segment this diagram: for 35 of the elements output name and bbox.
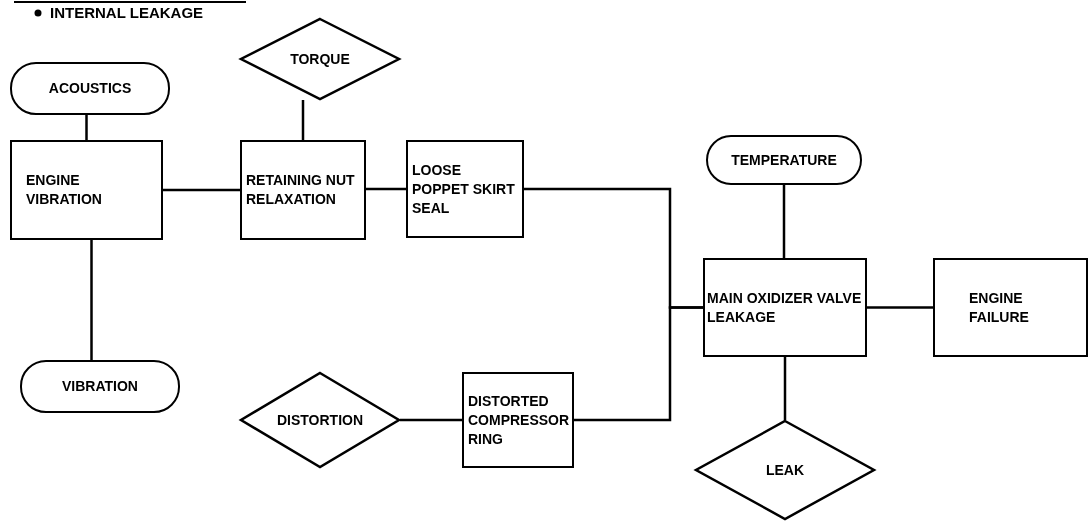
- node-label: TEMPERATURE: [731, 150, 837, 170]
- node-label: RETAINING NUT RELAXATION: [246, 171, 356, 209]
- node-label: ACOUSTICS: [48, 79, 132, 98]
- node-label: MAIN OXIDIZER VALVE LEAKAGE: [707, 288, 863, 327]
- process-box: [462, 372, 574, 468]
- process-box: [240, 140, 366, 240]
- terminal-pill: [20, 360, 180, 413]
- connector-line: [782, 185, 786, 258]
- connector-line: [163, 188, 240, 192]
- process-box: [703, 258, 867, 357]
- connector-line: [400, 418, 462, 422]
- terminal-pill: [10, 62, 170, 115]
- process-box: [933, 258, 1088, 357]
- node-label: DISTORTION: [276, 410, 364, 430]
- decision-diamond: [240, 372, 400, 468]
- connector-line: [85, 115, 88, 140]
- node-label: ENGINE VIBRATION: [26, 171, 103, 209]
- connector-line: [574, 306, 703, 422]
- node-label: TORQUE: [290, 49, 350, 69]
- connector-line: [366, 187, 406, 191]
- decision-diamond: [240, 18, 400, 100]
- terminal-pill: [706, 135, 862, 185]
- process-box: [10, 140, 163, 240]
- node-label: ENGINE FAILURE: [969, 288, 1030, 327]
- decision-diamond: [695, 420, 875, 520]
- heading-text: INTERNAL LEAKAGE: [50, 4, 204, 21]
- connector-line: [301, 100, 305, 140]
- node-label: LOOSE POPPET SKIRT SEAL: [412, 160, 516, 218]
- node-label: VIBRATION: [62, 377, 138, 396]
- connector-line: [90, 240, 93, 360]
- connector-line: [783, 357, 787, 420]
- node-label: DISTORTED COMPRESSOR RING: [468, 391, 570, 449]
- connector-line: [867, 306, 933, 309]
- process-box: [406, 140, 524, 238]
- node-label: LEAK: [765, 460, 805, 480]
